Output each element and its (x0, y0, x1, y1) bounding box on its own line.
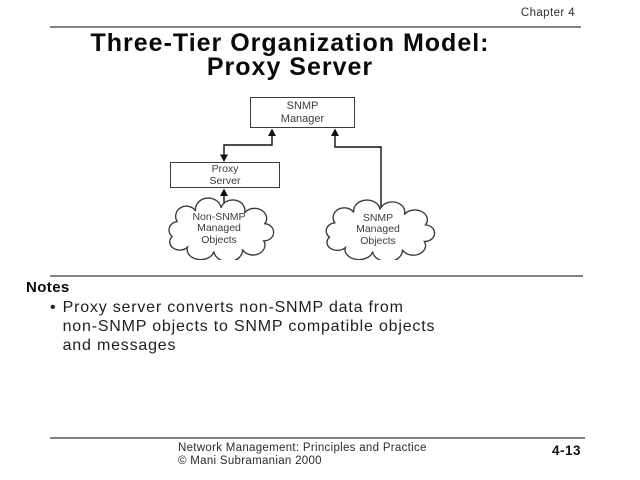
footer-credit: Network Management: Principles and Pract… (178, 442, 427, 468)
notes-bullet-item: • Proxy server converts non-SNMP data fr… (50, 298, 530, 355)
notes-bullet-text: Proxy server converts non-SNMP data from… (63, 298, 436, 355)
snmp-manager-box: SNMP Manager (250, 97, 355, 128)
footer-rule (50, 437, 585, 439)
snmp-manager-label-line2: Manager (280, 113, 325, 125)
page-number: 4-13 (552, 443, 582, 458)
arrowhead-up-manager-right (331, 128, 339, 136)
non-snmp-cloud-line1: Non-SNMP (192, 210, 246, 223)
slide-title-line2: Proxy Server (206, 53, 374, 81)
snmp-cloud-label: SNMP Managed Objects (320, 198, 436, 260)
cloud-shape-icon (168, 197, 275, 260)
non-snmp-cloud-line3: Objects (201, 233, 237, 246)
footer-credit-line2: © Mani Subramanian 2000 (178, 455, 322, 467)
notes-bullet-line2: non-SNMP objects to SNMP compatible obje… (62, 318, 436, 335)
non-snmp-cloud-line2: Managed (197, 222, 241, 235)
proxy-server-label-line1: Proxy (211, 163, 239, 175)
proxy-server-label-line2: Server (209, 174, 241, 187)
non-snmp-cloud-label: Non-SNMP Managed Objects (163, 196, 275, 260)
cloud-shape-icon (325, 199, 436, 260)
non-snmp-managed-objects-cloud: Non-SNMP Managed Objects (163, 196, 275, 260)
snmp-manager-label-line1: SNMP (286, 100, 319, 112)
chapter-label: Chapter 4 (520, 7, 575, 19)
snmp-cloud-line3: Objects (360, 234, 396, 247)
slide-title-line1: Three-Tier Organization Model: (90, 29, 490, 57)
notes-bullet-line3: and messages (62, 337, 177, 354)
notes-bullet-line1: Proxy server converts non-SNMP data from (62, 299, 404, 316)
proxy-server-box: Proxy Server (170, 162, 280, 188)
slide-title: Three-Tier Organization Model: Proxy Ser… (15, 29, 565, 81)
snmp-cloud-line1: SNMP (362, 211, 394, 224)
notes-heading: Notes (26, 279, 70, 296)
header-rule (50, 26, 581, 28)
footer-credit-line1: Network Management: Principles and Pract… (178, 442, 427, 454)
manager-proxy-connector (223, 135, 273, 156)
arrowhead-up-proxy (220, 188, 228, 196)
notes-rule (50, 275, 583, 277)
arrowhead-up-manager-left (268, 128, 276, 136)
arrowhead-down-proxy (220, 154, 228, 162)
snmp-cloud-line2: Managed (356, 223, 400, 236)
bullet-icon: • (50, 299, 56, 316)
cloud-manager-connector (334, 135, 382, 212)
snmp-managed-objects-cloud: SNMP Managed Objects (320, 198, 436, 260)
